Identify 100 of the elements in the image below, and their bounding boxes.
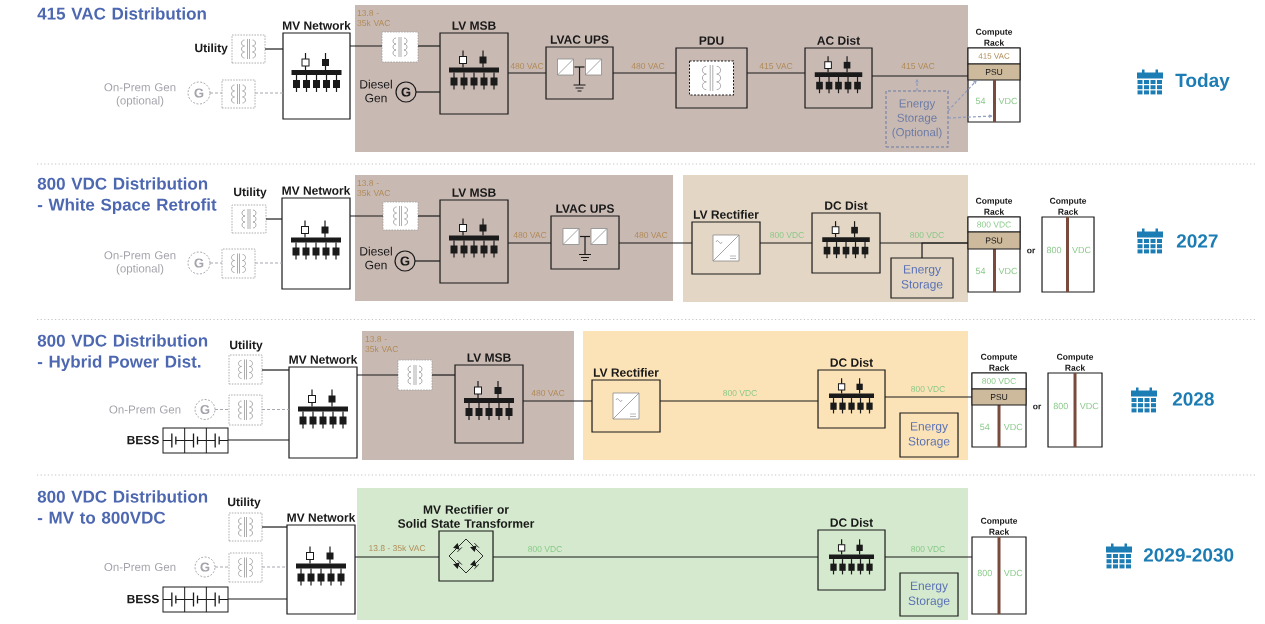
connector-line — [254, 262, 283, 264]
component-label: Utility — [230, 340, 263, 352]
date-label: 2029-2030 — [1143, 548, 1234, 562]
component-label: Diesel Gen — [360, 246, 392, 270]
component-label: BESS — [127, 594, 159, 604]
connector-line — [492, 556, 819, 558]
edge-label: 800 VDC — [770, 232, 804, 238]
connector-line — [214, 566, 230, 568]
voltage-label: 54 — [975, 267, 986, 275]
transformer-symbol — [221, 248, 256, 279]
equipment-label: Compute Rack — [1056, 353, 1094, 371]
connector-line — [349, 215, 384, 217]
component-label: On-Prem Gen — [109, 405, 181, 414]
or-label: or — [1027, 248, 1036, 254]
connector-line — [354, 556, 440, 558]
edge-label: 480 VAC — [513, 232, 547, 238]
voltage-label: VDC — [1003, 569, 1023, 577]
connector-line — [618, 242, 693, 244]
connector-line — [214, 408, 230, 411]
component-label: Utility — [195, 43, 228, 55]
or-label: or — [1033, 404, 1042, 410]
section-title: 800 VDC Distribution - MV to 800VDC — [37, 490, 208, 524]
edge-label: 800 VDC — [911, 546, 945, 552]
storage-box: Energy Storage — [890, 257, 954, 299]
connector-line — [431, 374, 456, 376]
equipment-label: AC Dist — [817, 36, 860, 45]
connector-line — [507, 72, 547, 74]
transformer-symbol — [381, 31, 419, 63]
background-panel — [355, 5, 968, 152]
equipment-label: Compute Rack — [975, 28, 1013, 46]
edge-label: 415 VAC — [901, 63, 935, 69]
connector-line — [261, 526, 288, 528]
voltage-label: 54 — [980, 423, 990, 431]
equipment-label: LV MSB — [467, 353, 511, 362]
date-label: 2028 — [1172, 392, 1214, 406]
connector-line — [227, 598, 288, 600]
component-label: Diesel Gen — [360, 79, 392, 103]
edge-label: 480 VAC — [631, 63, 665, 69]
equipment-label: Compute Rack — [980, 517, 1018, 535]
connector-line — [227, 439, 290, 441]
equipment-label: PDU — [699, 36, 724, 45]
date-label: 2027 — [1176, 234, 1218, 248]
edge-label: 800 VDC — [723, 390, 757, 396]
voltage-label: VDC — [1003, 423, 1023, 431]
connector-line — [659, 400, 819, 402]
connector-line — [884, 396, 973, 398]
edge-label: 13.8 - 35k VAC — [369, 544, 426, 552]
edge-label: 480 VAC — [510, 63, 544, 69]
section-title: 800 VDC Distribution - Hybrid Power Dist. — [37, 334, 208, 372]
connector-line — [261, 408, 290, 411]
equipment-label: Compute Rack — [975, 197, 1013, 215]
equipment-label: MV Network — [282, 186, 351, 195]
connector-line — [264, 48, 284, 50]
connector-line — [612, 72, 677, 74]
equipment-label: DC Dist — [825, 201, 868, 210]
edge-label: 13.8 - 35k VAC — [365, 336, 399, 352]
rack-cell: PSU — [967, 231, 1021, 250]
connector-line — [261, 566, 288, 568]
connector-line — [921, 242, 969, 259]
connector-line — [209, 92, 223, 94]
connector-line — [254, 92, 284, 94]
connector-line — [265, 218, 283, 220]
edge-label: 800 VDC — [910, 232, 944, 238]
connector-line — [759, 242, 813, 244]
rack-cell: 415 VAC — [967, 47, 1021, 65]
equipment-label: Compute Rack — [980, 353, 1018, 371]
voltage-label: VDC — [1079, 402, 1099, 410]
equipment-label: LV MSB — [452, 188, 496, 197]
voltage-label: VDC — [998, 97, 1018, 105]
background-panel — [357, 488, 968, 620]
component-label: On-Prem Gen (optional) — [104, 83, 176, 107]
edge-label: 480 VAC — [634, 232, 668, 238]
edge-label: 415 VAC — [759, 63, 793, 69]
voltage-label: VDC — [998, 267, 1018, 275]
connector-line — [415, 91, 441, 93]
connector-line — [417, 45, 441, 47]
transformer-symbol — [382, 201, 419, 231]
equipment-label: LV Rectifier — [593, 368, 659, 377]
background-panel — [583, 331, 968, 460]
divider-bar — [993, 80, 996, 122]
connector-line — [746, 72, 806, 74]
background-panel — [362, 331, 574, 460]
date-label: Today — [1175, 73, 1230, 91]
storage-box: Energy Storage (Optional) — [885, 90, 949, 148]
voltage-label: 800 — [1053, 402, 1068, 410]
voltage-label: 54 — [975, 97, 986, 105]
connector-line — [522, 400, 593, 402]
arrow — [915, 79, 919, 92]
connector-line — [209, 262, 223, 264]
equipment-label: LVAC UPS — [556, 204, 614, 213]
equipment-label: MV Network — [289, 355, 358, 364]
connector-line — [261, 369, 290, 371]
connector-line — [417, 215, 441, 217]
transformer-symbol — [221, 79, 256, 109]
connector-line — [356, 374, 399, 376]
component-label: Utility — [234, 187, 267, 199]
transformer-symbol — [397, 359, 433, 391]
connector-line — [884, 556, 973, 558]
component-label: Utility — [228, 497, 261, 509]
storage-box: Energy Storage — [899, 572, 959, 617]
